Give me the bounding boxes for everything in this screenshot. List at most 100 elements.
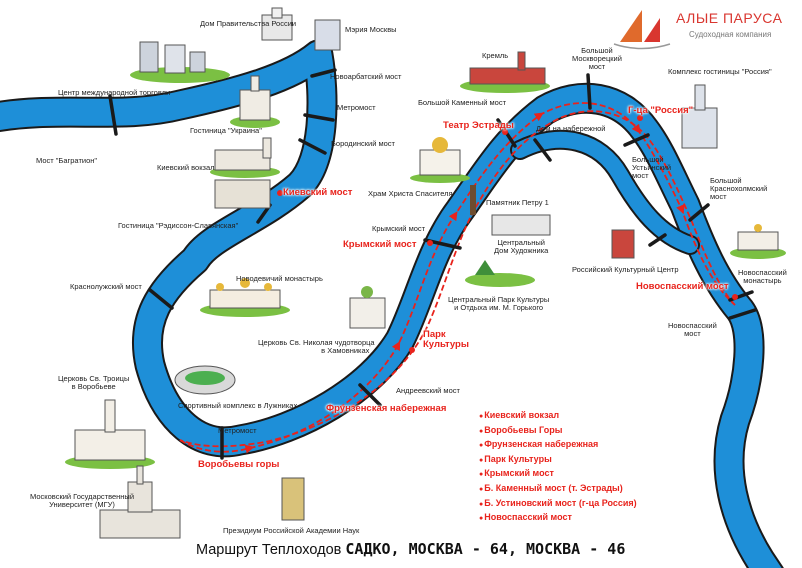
- label-church-troitsy: Церковь Св. Троицы в Воробьеве: [58, 375, 129, 391]
- label-novospassky-monastery-line1: Новоспасский: [738, 268, 787, 277]
- label-bolshoy-ustinsky: Большой Устьинский мост: [632, 156, 671, 180]
- label-andreevsky: Андреевский мост: [396, 386, 460, 395]
- label-luzhniki: Спортивный комплекс в Лужниках: [178, 401, 298, 410]
- label-novospassky-monastery: Новоспасский монастырь: [738, 269, 787, 285]
- label-park-gorky-line2: и Отдыха им. М. Горького: [454, 302, 544, 312]
- kievsky-station-icon: [210, 137, 280, 178]
- route-caption: Маршрут Теплоходов САДКО, МОСКВА - 64, М…: [196, 540, 625, 558]
- label-novoarbatsky: Новоарбатский мост: [330, 72, 402, 81]
- label-novospassky-most: Новоспасский мост: [668, 322, 717, 338]
- sail-logo-icon: [613, 10, 671, 50]
- stop-vorobyovy: Воробьевы горы: [198, 459, 280, 470]
- label-academy: Президиум Российской Академии Наук: [223, 526, 360, 535]
- label-dom-pravitelstva: Дом Правительства России: [200, 19, 297, 28]
- legend-item: Фрунзенская набережная: [479, 438, 637, 453]
- legend-item: Б. Устиновский мост (г-ца Россия): [479, 497, 636, 512]
- route-return: [179, 110, 736, 448]
- label-hotel-rossiya: Комплекс гостиницы "Россия": [668, 67, 772, 76]
- stop-park-kultury-line1: Парк: [423, 329, 446, 340]
- academy-icon: [281, 477, 305, 521]
- label-kievsky-station: Киевский вокзал: [157, 163, 215, 172]
- world-trade-center-icon: [130, 41, 230, 83]
- label-metromost-bottom: Метромост: [218, 426, 257, 435]
- label-radisson: Гостиница "Рэдиссон-Славянская": [118, 221, 239, 230]
- peter-monument-icon: [470, 185, 476, 215]
- label-cdh-line1: Центральный: [497, 238, 545, 247]
- label-mgu: Московский Государственный Университет (…: [30, 493, 134, 509]
- stop-teatr-estrady: Театр Эстрады: [443, 120, 514, 131]
- label-church-troitsy-line2: в Воробьеве: [71, 381, 116, 391]
- label-park-gorky: Центральный Парк Культуры и Отдыха им. М…: [448, 296, 549, 312]
- rossiya-hotel-icon: [681, 84, 718, 149]
- church-troitsy-icon: [65, 399, 155, 469]
- label-center-trade: Центр международной торговли: [58, 88, 171, 97]
- label-bolshoy-ustinsky-line1: Большой: [632, 155, 664, 164]
- novospassky-monastery-icon: [730, 224, 786, 259]
- label-krasnoluzhsky: Краснолужский мост: [70, 282, 142, 291]
- meriya-icon: [314, 19, 341, 51]
- luzhniki-icon: [174, 365, 236, 395]
- stop-novospassky: Новоспасский мост: [636, 281, 729, 292]
- logo-subtitle: Судоходная компания: [689, 30, 772, 39]
- stop-markers: [277, 115, 738, 353]
- label-russian-culture: Российский Культурный Центр: [572, 265, 679, 274]
- legend-item: Воробьевы Горы: [479, 424, 637, 439]
- label-krymsky-most: Крымский мост: [372, 224, 426, 233]
- label-novospassky-monastery-line2: монастырь: [743, 275, 782, 285]
- legend-item: Новоспасский мост: [479, 511, 637, 526]
- stop-park-kultury-line2: Культуры: [423, 338, 469, 350]
- label-novospassky-most-line1: Новоспасский: [668, 321, 717, 330]
- label-cdh: Центральный Дом Художника: [494, 239, 548, 255]
- stop-park-kultury: Парк Культуры: [423, 330, 469, 350]
- dom-pravitelstva-icon: [261, 7, 293, 41]
- caption-prefix: Маршрут Теплоходов: [196, 542, 342, 558]
- label-cdh-line2: Дом Художника: [494, 245, 549, 255]
- caption-ships: САДКО, МОСКВА - 64, МОСКВА - 46: [345, 540, 626, 558]
- stop-gts-rossiya: Г-ца "Россия": [628, 105, 694, 116]
- label-metromost-top: Метромост: [337, 103, 376, 112]
- kremlin-icon: [460, 51, 550, 93]
- label-bolshoy-ustinsky-line3: мост: [632, 170, 649, 180]
- ukraina-hotel-icon: [230, 75, 280, 128]
- radisson-icon: [214, 179, 271, 209]
- label-bolshoy-moskvoretsky-line3: мост: [588, 61, 606, 71]
- label-church-nikola: Церковь Св. Николая чудотворца в Хамовни…: [258, 339, 375, 355]
- label-bolshoy-krasnokholmsky-line3: мост: [710, 191, 727, 201]
- label-bolshoy-krasnokholmsky-line2: Краснохолмский: [710, 183, 768, 193]
- russian-culture-icon: [611, 229, 635, 259]
- label-church-nikola-line2: в Хамовниках: [321, 345, 370, 355]
- label-novodevichy: Новодевичий монастырь: [236, 274, 323, 283]
- stop-krymsky: Крымский мост: [343, 239, 417, 250]
- label-novospassky-most-line2: мост: [684, 328, 701, 338]
- label-dom-naberezhnoy: Дом на набережной: [536, 124, 606, 133]
- label-church-nikola-line1: Церковь Св. Николая чудотворца: [258, 338, 375, 347]
- label-bolshoy-moskvoretsky-line1: Большой: [581, 46, 613, 55]
- label-pamyatnik: Памятник Петру 1: [486, 198, 549, 207]
- label-borodinsky: Бородинский мост: [331, 139, 395, 148]
- stop-kievsky: Киевский мост: [283, 187, 353, 198]
- label-hram: Храм Христа Спасителя: [368, 189, 453, 198]
- label-park-gorky-line1: Центральный Парк Культуры: [448, 295, 550, 304]
- label-bolshoy-krasnokholmsky: Большой Краснохолмский мост: [710, 177, 767, 201]
- church-nikola-icon: [349, 286, 386, 329]
- hram-icon: [410, 137, 470, 183]
- label-gost-ukraina: Гостиница "Украина": [190, 126, 262, 135]
- novodevichy-icon: [200, 278, 290, 317]
- label-meriya: Мэрия Москвы: [345, 25, 397, 34]
- logo-name: АЛЫЕ ПАРУСА: [676, 10, 783, 26]
- label-mgu-line2: Университет (МГУ): [49, 499, 115, 509]
- cdh-icon: [491, 214, 551, 236]
- mgu-icon: [99, 465, 181, 539]
- label-most-bagration: Мост "Багратион": [36, 156, 98, 165]
- label-bolshoy-moskvoretsky: Большой Москворецкий мост: [572, 47, 622, 71]
- bridges: [108, 68, 757, 460]
- label-bolshoy-ustinsky-line2: Устьинский: [632, 162, 672, 172]
- label-church-troitsy-line1: Церковь Св. Троицы: [58, 374, 130, 383]
- legend-item: Киевский вокзал: [479, 409, 637, 424]
- label-bolshoy-kamenny: Большой Каменный мост: [418, 98, 507, 107]
- park-gorky-icon: [465, 260, 535, 287]
- stop-frunzenskaya: Фрунзенская набережная: [326, 403, 447, 414]
